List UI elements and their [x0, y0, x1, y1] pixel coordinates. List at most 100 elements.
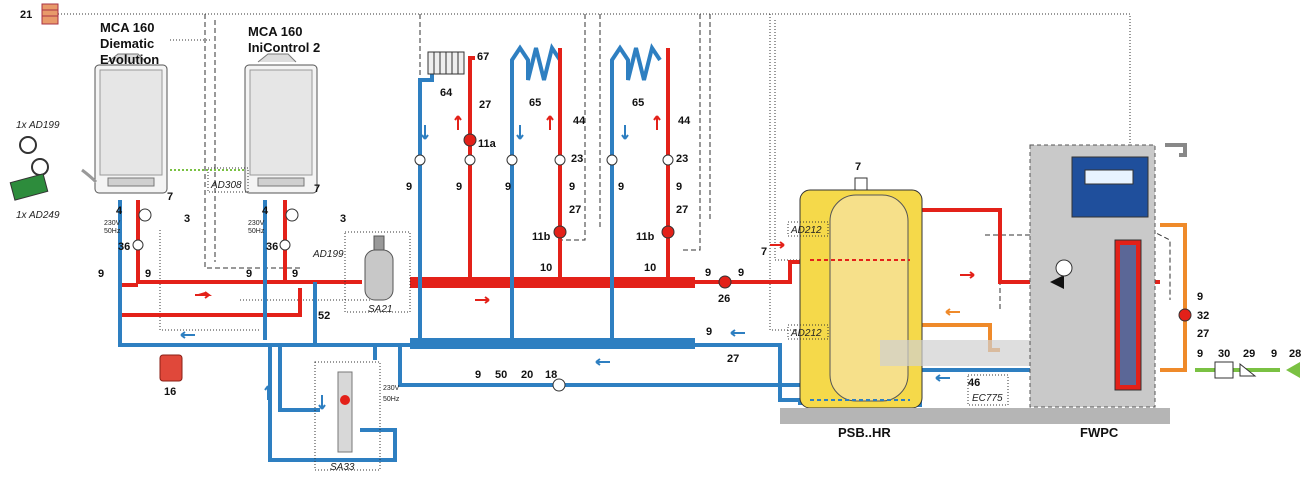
ad199-qty: 1x AD199: [16, 120, 60, 131]
separator-icon: [364, 235, 394, 301]
ad199-tag: AD199: [312, 249, 344, 260]
power-left-b: 50Hz: [104, 228, 121, 235]
label-9-m: 9: [706, 326, 712, 338]
ad212-top: AD212: [790, 225, 822, 236]
label-9-d: 9: [292, 268, 298, 280]
label-18: 18: [545, 369, 557, 381]
label-29: 29: [1243, 348, 1255, 360]
label-7-d: 7: [855, 161, 861, 173]
label-50: 50: [495, 369, 507, 381]
label-7-a: 7: [167, 191, 173, 203]
label-64: 64: [440, 87, 453, 99]
sa21-label: SA21: [368, 304, 392, 315]
ad249-qty: 1x AD249: [16, 210, 60, 221]
label-67: 67: [477, 51, 489, 63]
label-9-n: 9: [475, 369, 481, 381]
label-9-i: 9: [505, 181, 511, 193]
label-44-b: 44: [678, 115, 691, 127]
pipework: [118, 43, 1280, 462]
label-3-a: 3: [184, 213, 190, 225]
power-left-a: 230V: [104, 220, 121, 227]
label-52: 52: [318, 310, 330, 322]
label-36-b: 36: [266, 241, 278, 253]
label-32: 32: [1197, 310, 1209, 322]
label-9-b: 9: [145, 268, 151, 280]
supply-header: [410, 277, 695, 288]
label-9-e: 9: [406, 181, 412, 193]
label-23-a: 23: [571, 153, 583, 165]
label-44-a: 44: [573, 115, 586, 127]
label-9-g: 9: [569, 181, 575, 193]
label-27-b: 27: [569, 204, 581, 216]
label-46: 46: [968, 377, 980, 389]
sa33-label: SA33: [330, 462, 355, 473]
label-7-c: 7: [761, 246, 767, 258]
label-11b-a: 11b: [532, 231, 551, 243]
label-65-b: 65: [632, 97, 644, 109]
label-9-j: 9: [618, 181, 624, 193]
expansion-vessel-icon: [159, 354, 183, 382]
label-27-e: 27: [1197, 328, 1209, 340]
return-arrows: [180, 125, 950, 410]
label-11a: 11a: [478, 138, 497, 150]
label-4-b: 4: [262, 205, 269, 217]
cold-water-devices: [1214, 361, 1300, 379]
fwpc-label: FWPC: [1080, 425, 1119, 440]
storage-tank-label: PSB..HR: [838, 425, 891, 440]
label-4-a: 4: [116, 205, 123, 217]
label-9-c: 9: [246, 268, 252, 280]
label-9-f: 9: [456, 181, 462, 193]
label-27-d: 27: [727, 353, 739, 365]
plinth: [780, 408, 1170, 424]
pump-group-icon: [337, 371, 353, 453]
sa33-box: [314, 361, 381, 471]
mixing-valve-icon: [1050, 275, 1064, 289]
label-30: 30: [1218, 348, 1230, 360]
label-23-b: 23: [676, 153, 688, 165]
ec775-box: [967, 374, 1009, 406]
label-7-b: 7: [314, 183, 320, 195]
fwpc-controller: [1071, 156, 1149, 218]
label-28: 28: [1289, 348, 1301, 360]
label-3-b: 3: [340, 213, 346, 225]
label-27-c: 27: [676, 204, 688, 216]
boiler-left-title-2: Diematic: [100, 36, 154, 51]
flow-arrows: [195, 115, 975, 304]
label-9-h: 9: [676, 181, 682, 193]
boiler-right-title-1: MCA 160: [248, 24, 302, 39]
boiler-right: [244, 53, 318, 194]
label-10-b: 10: [644, 262, 656, 274]
label-9-p: 9: [1197, 348, 1203, 360]
power-right-a: 230V: [248, 220, 265, 227]
label-9-o: 9: [1197, 291, 1203, 303]
tap-icon: [1165, 143, 1187, 157]
radiator-icon: [427, 51, 465, 75]
outdoor-sensor-icon: [41, 3, 59, 25]
sa21-box: [344, 231, 411, 313]
ad308-box: [207, 167, 249, 193]
dhw-arrow: [945, 308, 960, 316]
label-9-a: 9: [98, 268, 104, 280]
label-16: 16: [164, 386, 176, 398]
ec775-label: EC775: [972, 393, 1003, 404]
ad212-bottom: AD212: [790, 328, 822, 339]
label-21: 21: [20, 9, 32, 21]
label-65-a: 65: [529, 97, 541, 109]
label-26: 26: [718, 293, 730, 305]
ad308-label: AD308: [210, 180, 242, 191]
power-sa33-b: 50Hz: [383, 396, 400, 403]
label-9-q: 9: [1271, 348, 1277, 360]
label-10-a: 10: [540, 262, 552, 274]
label-9-l: 9: [738, 267, 744, 279]
thermostat-icon: [9, 136, 49, 201]
label-27-a: 27: [479, 99, 491, 111]
boiler-left-title-1: MCA 160: [100, 20, 154, 35]
boiler-right-title-2: IniControl 2: [248, 40, 320, 55]
label-9-k: 9: [705, 267, 711, 279]
power-right-b: 50Hz: [248, 228, 265, 235]
label-36-a: 36: [118, 241, 130, 253]
power-sa33-a: 230V: [383, 385, 400, 392]
return-header: [410, 338, 695, 349]
